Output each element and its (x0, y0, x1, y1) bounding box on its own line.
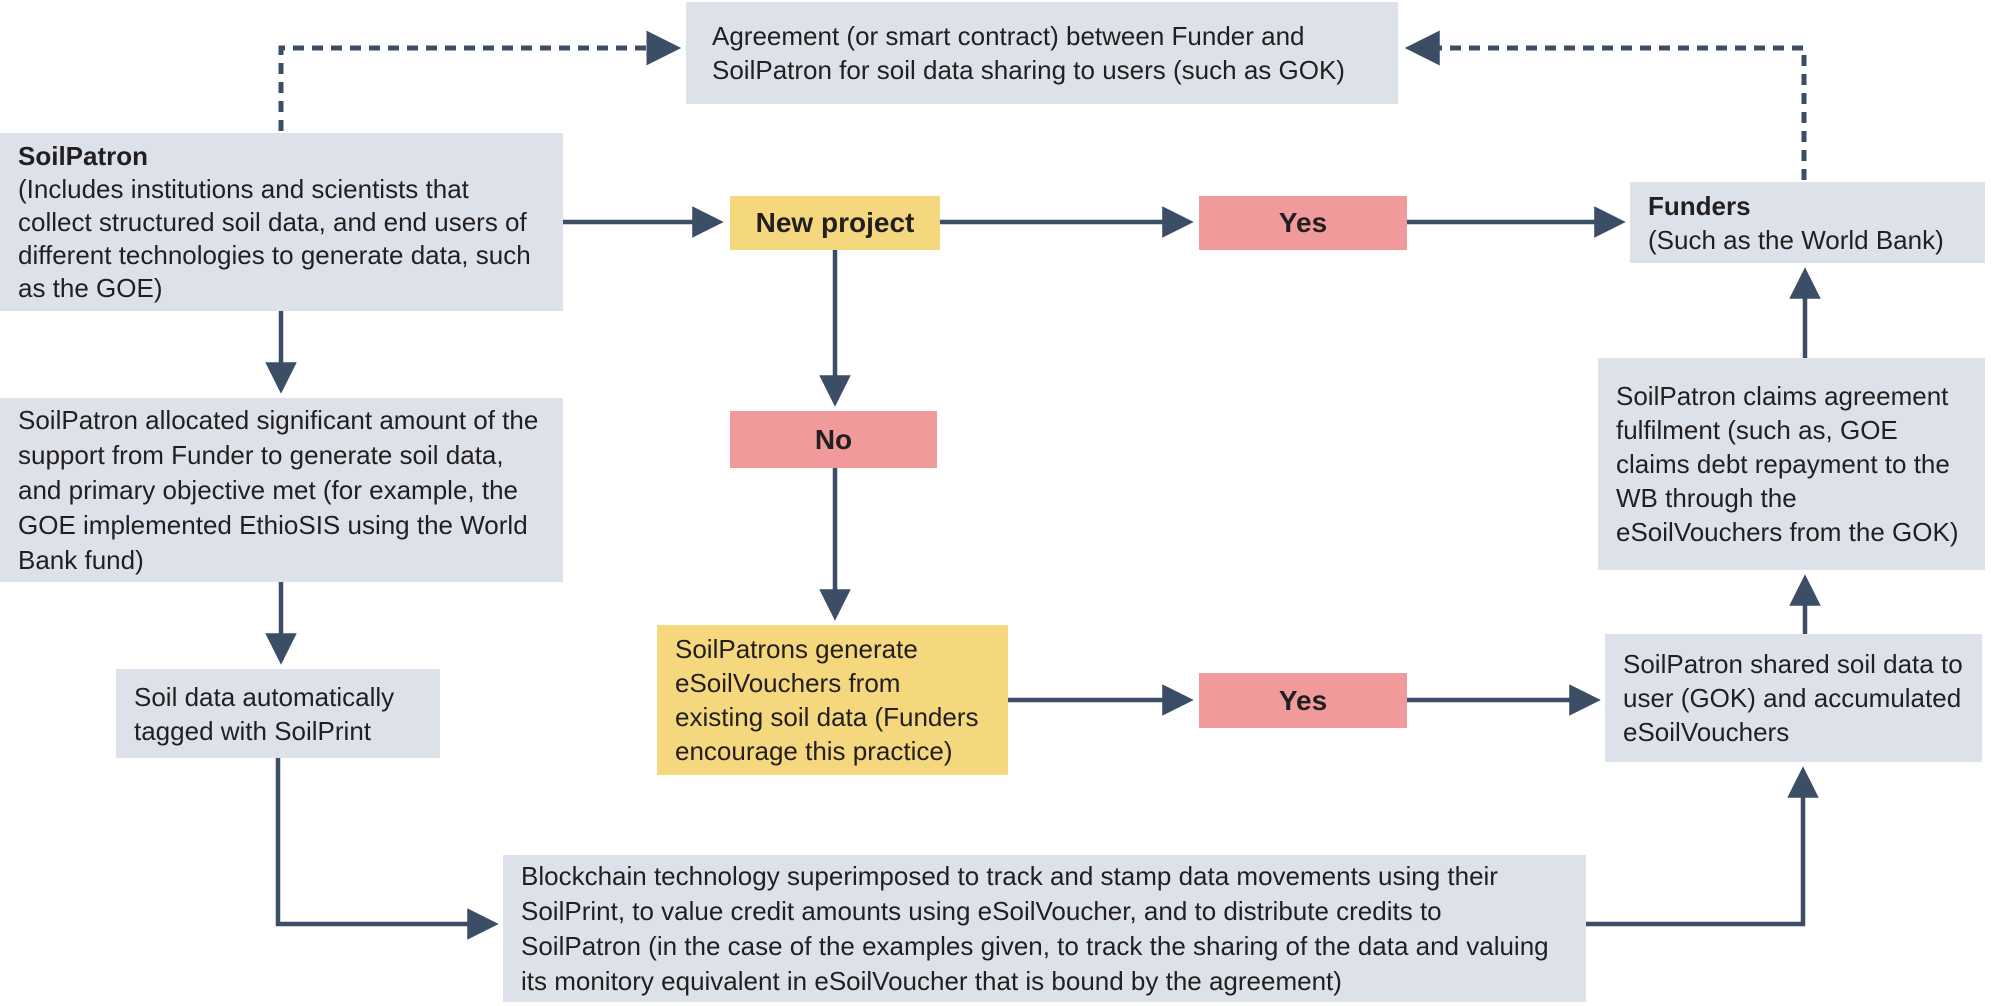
yes-bottom-label: Yes (1278, 684, 1328, 716)
funders-text: (Such as the World Bank) (1648, 224, 1944, 255)
soilpatron-node: SoilPatron (Includes institutions and sc… (0, 133, 563, 311)
agreement-node: Agreement (or smart contract) between Fu… (686, 2, 1398, 104)
dashed-arrow-funders-to-agreement (1404, 30, 1807, 180)
soilprint-tag-node: Soil data automatically tagged with Soil… (116, 669, 440, 758)
claims-text: SoilPatron claims agreement fulfilment (… (1616, 381, 1959, 547)
arrow-soilprint-to-blockchain (275, 758, 499, 940)
new-project-node: New project (730, 196, 940, 250)
soilpatron-title: SoilPatron (18, 140, 149, 171)
funders-title: Funders (1648, 190, 1751, 221)
no-decision-node: No (730, 411, 937, 468)
blockchain-text: Blockchain technology superimposed to tr… (521, 860, 1549, 996)
allocated-funds-node: SoilPatron allocated significant amount … (0, 398, 563, 582)
generate-text: SoilPatrons generate eSoilVouchers from … (675, 634, 979, 766)
shared-text: SoilPatron shared soil data to user (GOK… (1623, 649, 1963, 747)
soilprint-text: Soil data automatically tagged with Soil… (134, 681, 395, 746)
no-label: No (814, 423, 853, 455)
generate-vouchers-node: SoilPatrons generate eSoilVouchers from … (657, 625, 1008, 775)
new-project-label: New project (755, 207, 915, 238)
blockchain-node: Blockchain technology superimposed to tr… (503, 855, 1586, 1002)
yes-decision-bottom-node: Yes (1199, 673, 1407, 728)
dashed-arrow-soilpatron-to-agreement (278, 30, 682, 131)
soilpatron-text: (Includes institutions and scientists th… (18, 173, 531, 303)
yes-top-label: Yes (1278, 207, 1328, 238)
yes-decision-top-node: Yes (1199, 196, 1407, 250)
claims-fulfilment-node: SoilPatron claims agreement fulfilment (… (1598, 358, 1985, 570)
arrow-blockchain-to-shared (1586, 766, 1819, 927)
allocated-text: SoilPatron allocated significant amount … (18, 404, 539, 575)
funders-node: Funders (Such as the World Bank) (1630, 182, 1985, 263)
shared-data-node: SoilPatron shared soil data to user (GOK… (1605, 634, 1982, 762)
agreement-text: Agreement (or smart contract) between Fu… (712, 21, 1345, 85)
